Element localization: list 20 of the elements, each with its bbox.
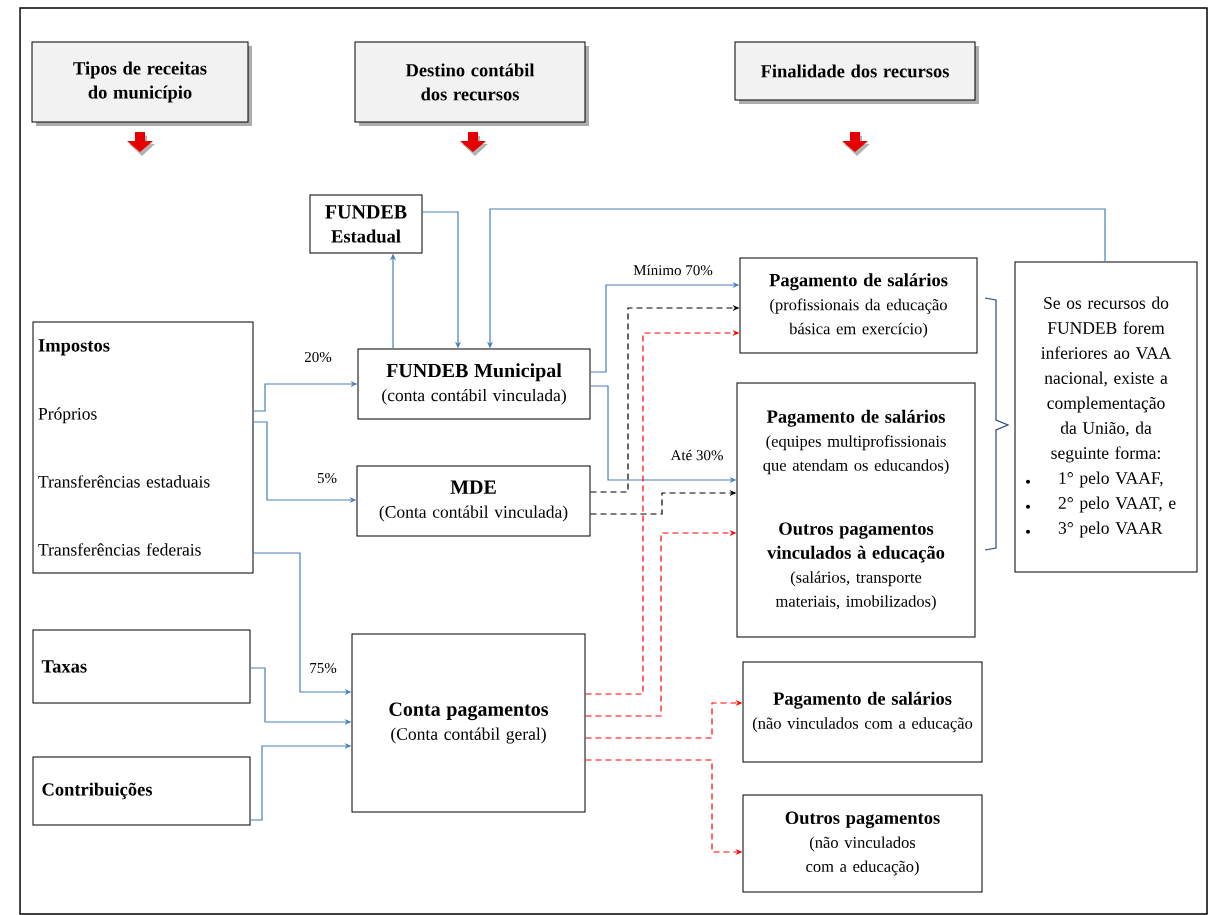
process-box: Impostos Próprios Transferências estaduais Transferências federais — [32, 321, 254, 574]
process-box: FUNDEB Municipal (conta contábil vinculada) — [357, 348, 591, 420]
edge-label: Mínimo 70% — [632, 263, 714, 277]
process-box: Taxas — [32, 629, 251, 704]
process-box: Contribuições — [32, 756, 251, 826]
process-box: Pagamento de salários (não vinculados com a educação — [742, 661, 983, 763]
edge-label: 5% — [316, 471, 338, 485]
header-box: Tipos de receitas do município — [31, 41, 252, 126]
process-box: MDE (Conta contábil vinculada) — [356, 465, 591, 537]
edge-label: Até 30% — [669, 448, 725, 462]
process-box: Conta pagamentos (Conta contábil geral) — [351, 633, 586, 813]
header-box: Finalidade dos recursos — [734, 41, 979, 104]
edge-label: 75% — [308, 661, 338, 675]
edge-label: 20% — [303, 350, 333, 364]
process-box: FUNDEB Estadual — [309, 194, 423, 254]
process-box: Pagamento de salários (profissionais da educação básica em exercício) — [739, 257, 978, 354]
header-box: Destino contábil dos recursos — [354, 41, 589, 126]
process-box: Pagamento de salários (equipes multiprofissionais que atendam os educandos) Outros pagamentos vinculados à educação (salários, transporte materiais, imobilizados) — [736, 382, 976, 638]
process-box: Outros pagamentos (não vinculados com a educação) — [742, 794, 983, 893]
note-box: Se os recursos do FUNDEB forem inferiores ao VAA nacional, existe a complementação da União, da seguinte forma: 1° pelo VAAF, 2° pelo VAAT, e 3° pelo VAAR — [1014, 261, 1198, 573]
